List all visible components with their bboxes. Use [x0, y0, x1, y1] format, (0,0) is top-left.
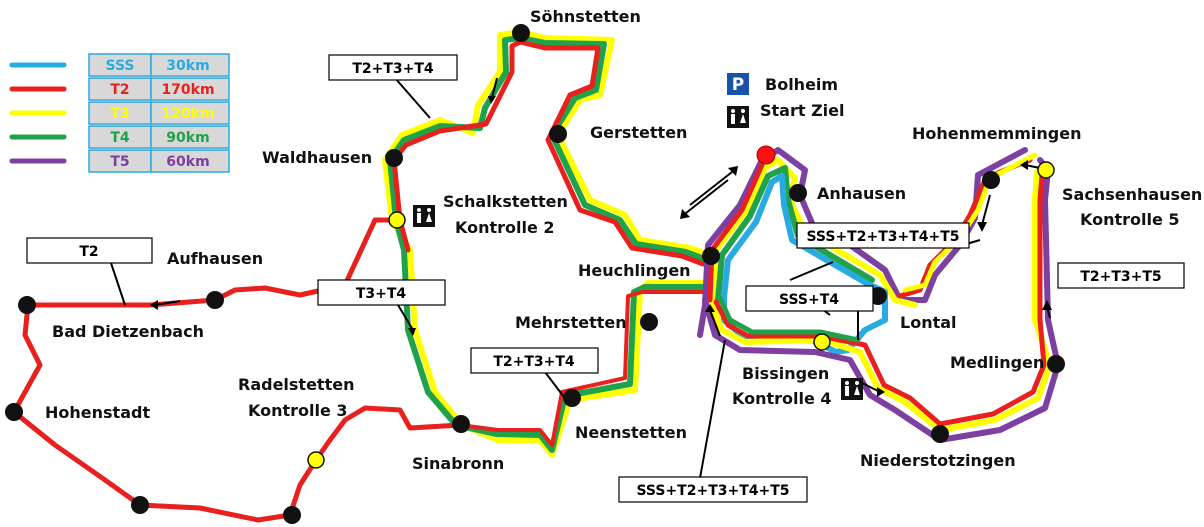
dot-medlingen	[1047, 355, 1065, 373]
svg-text:T4: T4	[110, 130, 130, 146]
dot-neenstetten	[563, 389, 581, 407]
route-t2-south-east	[713, 172, 1047, 427]
svg-text:SSS+T2+T3+T4+T5: SSS+T2+T3+T4+T5	[636, 483, 789, 499]
legend: SSS 30km T2 170km T3 120km T4 90km	[9, 53, 230, 173]
label-mehrstetten: Mehrstetten	[515, 313, 627, 332]
svg-text:T2+T3+T5: T2+T3+T5	[1080, 269, 1161, 285]
label-kontrolle5: Kontrolle 5	[1080, 210, 1180, 229]
svg-text:SSS+T2+T3+T4+T5: SSS+T2+T3+T4+T5	[806, 229, 959, 245]
dot-niederstotzingen	[931, 425, 949, 443]
svg-text:T2: T2	[110, 82, 129, 98]
svg-text:30km: 30km	[166, 58, 209, 74]
svg-text:T3+T4: T3+T4	[356, 286, 407, 302]
svg-text:SSS+T4: SSS+T4	[779, 292, 839, 308]
restroom-icon	[841, 378, 863, 400]
route-green-bissingen	[717, 295, 861, 343]
route-t3-north-loop	[382, 29, 714, 458]
callout-t2-t3-t4-top: T2+T3+T4	[328, 54, 458, 81]
town-dots	[5, 24, 1065, 524]
svg-text:P: P	[732, 75, 744, 95]
svg-text:120km: 120km	[161, 106, 214, 122]
label-gerstetten: Gerstetten	[590, 123, 687, 142]
dot-hohenmemmingen	[982, 171, 1000, 189]
svg-text:T2+T3+T4: T2+T3+T4	[493, 354, 575, 370]
legend-row-t3: T3 120km	[9, 101, 230, 125]
label-medlingen: Medlingen	[950, 353, 1044, 372]
dot-mehrstetten	[640, 313, 658, 331]
label-kontrolle4: Kontrolle 4	[732, 389, 832, 408]
control-point-4	[813, 333, 831, 351]
label-soehnstetten: Söhnstetten	[530, 7, 641, 26]
dot-hohenstadt	[5, 403, 23, 421]
legend-row-sss: SSS 30km	[9, 53, 230, 77]
callout-sss-all-top: SSS+T2+T3+T4+T5	[796, 222, 970, 249]
legend-row-t5: T5 60km	[9, 149, 230, 173]
dot-start-bolheim	[756, 145, 776, 165]
legend-row-t4: T4 90km	[9, 125, 230, 149]
svg-text:T2+T3+T4: T2+T3+T4	[352, 61, 434, 77]
svg-text:170km: 170km	[161, 82, 214, 98]
label-lontal: Lontal	[900, 313, 957, 332]
route-t2-south-branch	[458, 290, 707, 447]
label-niederstotzingen: Niederstotzingen	[860, 451, 1016, 470]
svg-text:SSS: SSS	[106, 58, 135, 74]
dot-aufhausen	[206, 291, 224, 309]
route-green-central	[715, 165, 875, 303]
place-labels: Söhnstetten Gerstetten Waldhausen Schalk…	[45, 7, 1202, 473]
label-bolheim: Bolheim	[765, 75, 838, 94]
label-aufhausen: Aufhausen	[167, 249, 263, 268]
label-sachsenhausen: Sachsenhausen	[1062, 185, 1202, 204]
svg-text:T2: T2	[79, 244, 98, 260]
dot-waldhausen	[385, 149, 403, 167]
legend-row-t2: T2 170km	[9, 77, 230, 101]
dot-gerstetten	[549, 125, 567, 143]
svg-text:90km: 90km	[166, 130, 209, 146]
callout-t2: T2	[26, 237, 153, 264]
dot-heuchlingen	[702, 247, 720, 265]
restroom-icon	[727, 106, 749, 128]
label-radelstetten: Radelstetten	[238, 375, 354, 394]
label-heuchlingen: Heuchlingen	[578, 261, 691, 280]
callout-t2-t3-t5: T2+T3+T5	[1057, 262, 1185, 289]
dot-sinabronn	[452, 415, 470, 433]
control-points	[307, 161, 1055, 469]
route-t2-west-loop	[11, 217, 463, 523]
restroom-icon	[413, 205, 435, 227]
label-schalkstetten: Schalkstetten	[443, 192, 568, 211]
svg-text:T3: T3	[110, 106, 129, 122]
label-hohenmemmingen: Hohenmemmingen	[912, 124, 1081, 143]
label-bissingen: Bissingen	[742, 364, 829, 383]
callout-sss-all-bottom: SSS+T2+T3+T4+T5	[618, 476, 808, 503]
control-point-3	[307, 451, 325, 469]
dot-soehnstetten	[512, 24, 530, 42]
callout-boxes: T2+T3+T4 T2 T3+T4 T2+T3+T4 SSS+T2+T3+T4+…	[26, 54, 1185, 503]
label-hohenstadt: Hohenstadt	[45, 403, 150, 422]
label-kontrolle2: Kontrolle 2	[455, 218, 555, 237]
svg-text:T5: T5	[110, 154, 129, 170]
svg-text:60km: 60km	[166, 154, 209, 170]
label-start-ziel: Start Ziel	[760, 101, 845, 120]
label-bad-dietzenbach: Bad Dietzenbach	[52, 322, 204, 341]
dot-sw-1	[131, 496, 149, 514]
route-t2-north-loop	[391, 39, 706, 267]
label-sinabronn: Sinabronn	[412, 454, 504, 473]
dot-anhausen	[789, 184, 807, 202]
label-waldhausen: Waldhausen	[262, 148, 372, 167]
dot-sw-2	[283, 506, 301, 524]
label-kontrolle3: Kontrolle 3	[248, 401, 348, 420]
callout-sss-t4: SSS+T4	[745, 285, 874, 312]
label-neenstetten: Neenstetten	[575, 423, 687, 442]
control-point-5	[1037, 161, 1055, 179]
control-point-2	[388, 211, 406, 229]
route-red-central	[707, 162, 765, 303]
callout-t3-t4: T3+T4	[317, 279, 446, 306]
parking-icon: P	[727, 73, 749, 95]
dot-bad-dietzenbach	[18, 296, 36, 314]
label-anhausen: Anhausen	[817, 184, 906, 203]
callout-t2-t3-t4-mid: T2+T3+T4	[470, 347, 599, 374]
